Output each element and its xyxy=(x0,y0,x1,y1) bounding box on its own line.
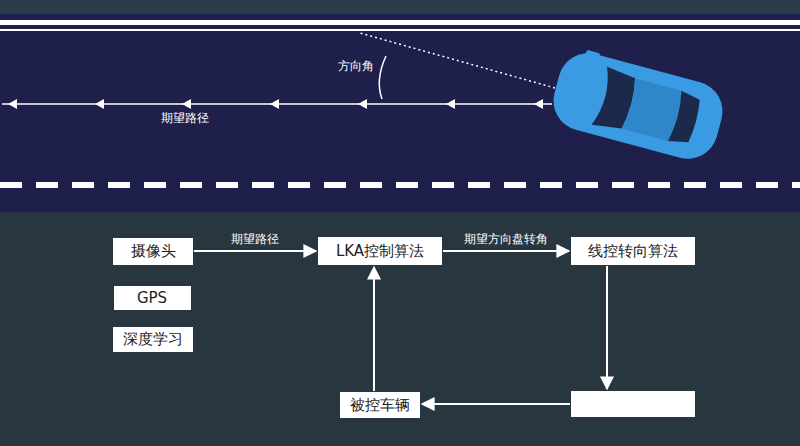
box-label: 摄像头 xyxy=(131,242,176,261)
solid-lane-line xyxy=(0,29,800,31)
path-arrowhead xyxy=(270,99,279,109)
road xyxy=(0,0,800,212)
box-label: GPS xyxy=(137,289,167,307)
angle-arc xyxy=(379,56,386,99)
process-box: 线控转向算法 xyxy=(571,237,695,265)
flow-arrow xyxy=(606,266,608,389)
process-box: 被控车辆 xyxy=(340,392,420,418)
mirror xyxy=(585,50,600,59)
path-arrowhead xyxy=(446,99,455,109)
dashed-lane-line xyxy=(0,182,800,188)
top-strip xyxy=(0,0,800,14)
box-label: 线控转向算法 xyxy=(588,242,678,261)
box-label: 被控车辆 xyxy=(350,396,410,415)
solid-lane-line xyxy=(0,20,800,25)
process-box: 深度学习 xyxy=(113,327,193,352)
rear-window xyxy=(668,91,703,147)
flow-arrow xyxy=(194,250,316,252)
flow-arrow xyxy=(373,267,375,391)
process-box: 摄像头 xyxy=(113,238,193,265)
car-body xyxy=(547,47,729,166)
edge-label: 期望路径 xyxy=(231,231,279,248)
flow-arrow xyxy=(443,250,569,252)
flow-arrow xyxy=(422,403,570,405)
process-box: LKA控制算法 xyxy=(318,237,442,265)
path-arrowhead xyxy=(8,99,17,109)
path-arrowhead xyxy=(182,99,191,109)
process-box: GPS xyxy=(114,286,191,310)
heading-line xyxy=(360,33,555,88)
path-arrowhead xyxy=(534,99,543,109)
path-arrowhead xyxy=(358,99,367,109)
process-box xyxy=(571,391,695,417)
car xyxy=(547,45,730,166)
diagram-label: 方向角 xyxy=(338,58,374,75)
diagram-label: 期望路径 xyxy=(161,110,209,127)
box-label: LKA控制算法 xyxy=(336,242,424,261)
edge-label: 期望方向盘转角 xyxy=(464,231,548,248)
box-label: 深度学习 xyxy=(123,330,183,349)
desired-path xyxy=(2,99,552,109)
path-arrowhead xyxy=(95,99,104,109)
